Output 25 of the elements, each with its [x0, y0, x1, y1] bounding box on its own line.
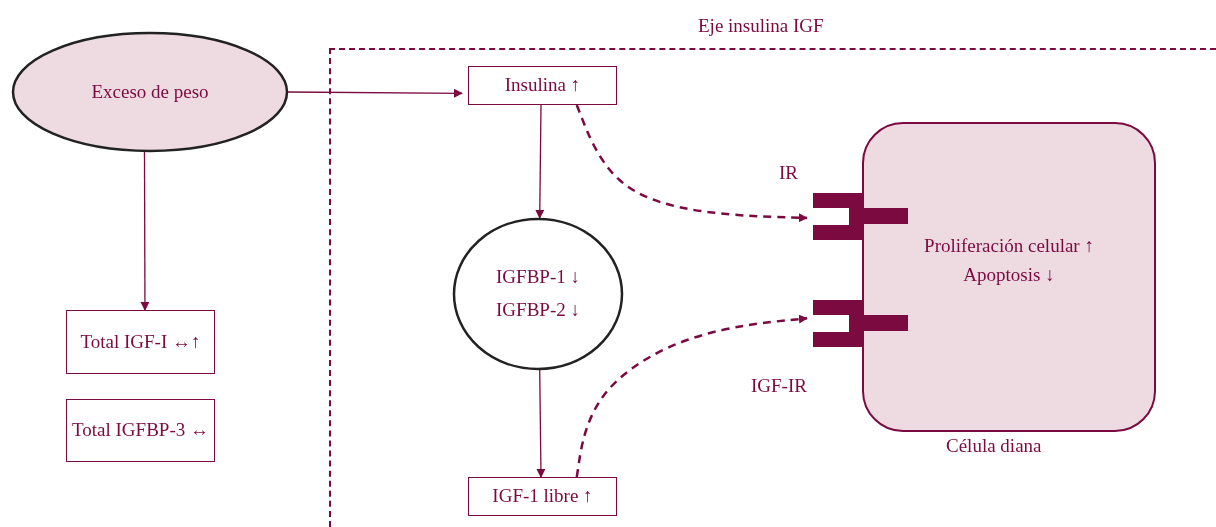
process-box [468, 477, 617, 516]
dashed-arrow [575, 104, 808, 223]
arrow [535, 104, 545, 219]
node-caption: IGF-IR [751, 374, 807, 398]
cell-text: Proliferación celular ↑ [924, 234, 1094, 259]
node-text: Exceso de peso [91, 79, 209, 104]
cell-text: Apoptosis ↓ [962, 263, 1056, 287]
node-text: Insulina ↑ [504, 73, 581, 98]
process-box [66, 399, 215, 462]
region-title: Eje insulina IGF [698, 14, 824, 38]
ellipse-node [12, 32, 288, 152]
node-text: IGFBP-2 ↓ [496, 298, 580, 322]
node-text: IGF-1 libre ↑ [492, 484, 593, 509]
process-box [468, 66, 617, 105]
arrow [536, 369, 546, 478]
process-box [66, 310, 215, 374]
node-text: Total IGF-I ↔↑ [80, 329, 201, 354]
arrow [140, 151, 150, 311]
node-caption: IR [779, 161, 798, 185]
dashed-arrow [575, 314, 808, 478]
arrow [287, 88, 463, 98]
node-text: Total IGFBP-3 ↔ [72, 418, 209, 443]
circle-node [453, 218, 623, 370]
node-text: IGFBP-1 ↓ [496, 265, 580, 290]
node-caption: Célula diana [946, 434, 1042, 458]
